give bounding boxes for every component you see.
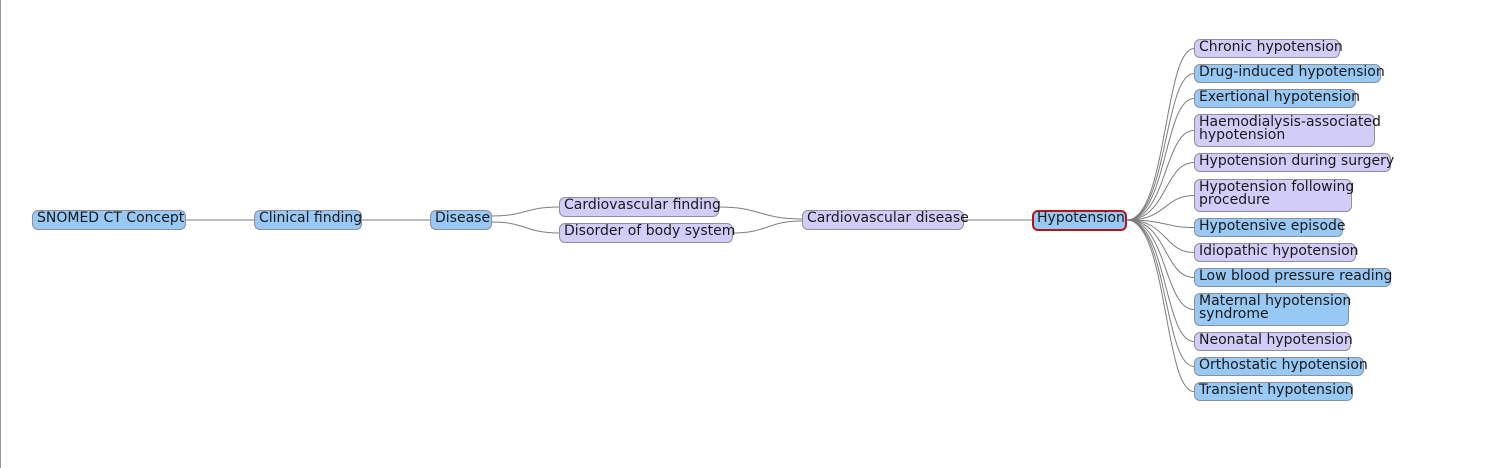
node-label: Clinical finding	[259, 210, 363, 226]
edge-cvfinding-cvdisease	[718, 206, 803, 220]
edge-hypotension-child-6	[1126, 219, 1195, 228]
child-node-label: syndrome	[1199, 306, 1269, 322]
child-node-exertional-hypotension[interactable]: Exertional hypotension	[1194, 89, 1361, 108]
child-node-label: Idiopathic hypotension	[1199, 243, 1359, 259]
child-node-label: Drug-induced hypotension	[1199, 64, 1385, 80]
child-node-label: Maternal hypotension	[1199, 293, 1352, 309]
child-node-low-blood-pressure-reading[interactable]: Low blood pressure reading	[1194, 268, 1393, 287]
edge-hypotension-child-11	[1126, 219, 1195, 367]
node-snomed-ct-concept[interactable]: SNOMED CT Concept	[32, 210, 186, 230]
child-node-label: Exertional hypotension	[1199, 89, 1361, 105]
edge-hypotension-child-9	[1126, 219, 1195, 310]
child-node-drug-induced-hypotension[interactable]: Drug-induced hypotension	[1194, 64, 1385, 83]
node-label: SNOMED CT Concept	[37, 210, 185, 226]
child-node-label: Hypotensive episode	[1199, 218, 1346, 234]
edge-disease-disorder	[491, 221, 560, 234]
edge-hypotension-child-1	[1126, 73, 1195, 221]
node-cardiovascular-disease[interactable]: Cardiovascular disease	[802, 210, 969, 230]
edge-hypotension-child-2	[1126, 98, 1195, 221]
child-node-label: Transient hypotension	[1199, 382, 1354, 398]
child-node-label: Low blood pressure reading	[1199, 268, 1393, 284]
child-node-transient-hypotension[interactable]: Transient hypotension	[1194, 382, 1354, 401]
edge-hypotension-child-4	[1126, 162, 1195, 221]
edge-hypotension-child-7	[1126, 219, 1195, 253]
child-node-label: Orthostatic hypotension	[1199, 357, 1368, 373]
node-disease[interactable]: Disease	[430, 210, 492, 230]
node-cardiovascular-finding[interactable]: Cardiovascular finding	[559, 197, 721, 217]
node-label: Disease	[435, 210, 491, 226]
child-node-chronic-hypotension[interactable]: Chronic hypotension	[1194, 39, 1343, 58]
child-node-neonatal-hypotension[interactable]: Neonatal hypotension	[1194, 332, 1353, 351]
edge-hypotension-child-0	[1126, 48, 1195, 221]
node-label: Disorder of body system	[564, 223, 736, 239]
child-node-orthostatic-hypotension[interactable]: Orthostatic hypotension	[1194, 357, 1368, 376]
child-node-label: Neonatal hypotension	[1199, 332, 1353, 348]
node-label: Cardiovascular finding	[564, 197, 721, 213]
child-node-label: Haemodialysis-associated	[1199, 114, 1381, 130]
child-node-label: Chronic hypotension	[1199, 39, 1343, 55]
node-label: Cardiovascular disease	[807, 210, 969, 226]
child-node-hypotension-during-surgery[interactable]: Hypotension during surgery	[1194, 153, 1395, 172]
edge-hypotension-child-3	[1126, 130, 1195, 221]
child-node-hypotensive-episode[interactable]: Hypotensive episode	[1194, 218, 1346, 237]
edge-disease-cvfinding	[491, 206, 560, 217]
edge-hypotension-child-8	[1126, 219, 1195, 278]
node-hypotension-focus[interactable]: Hypotension	[1032, 210, 1127, 231]
node-clinical-finding[interactable]: Clinical finding	[254, 210, 362, 230]
child-node-label: Hypotension following	[1199, 179, 1355, 195]
node-disorder-of-body-system[interactable]: Disorder of body system	[559, 223, 736, 243]
child-node-label: hypotension	[1199, 127, 1286, 143]
child-node-label: Hypotension during surgery	[1199, 153, 1395, 169]
edge-disorder-cvdisease	[732, 220, 803, 234]
edge-hypotension-child-10	[1126, 219, 1195, 342]
child-node-label: procedure	[1199, 192, 1271, 208]
edge-hypotension-child-5	[1126, 195, 1195, 221]
left-frame-border	[0, 0, 1, 468]
edge-hypotension-child-12	[1126, 219, 1195, 392]
child-node-idiopathic-hypotension[interactable]: Idiopathic hypotension	[1194, 243, 1359, 262]
node-label: Hypotension	[1037, 210, 1125, 226]
